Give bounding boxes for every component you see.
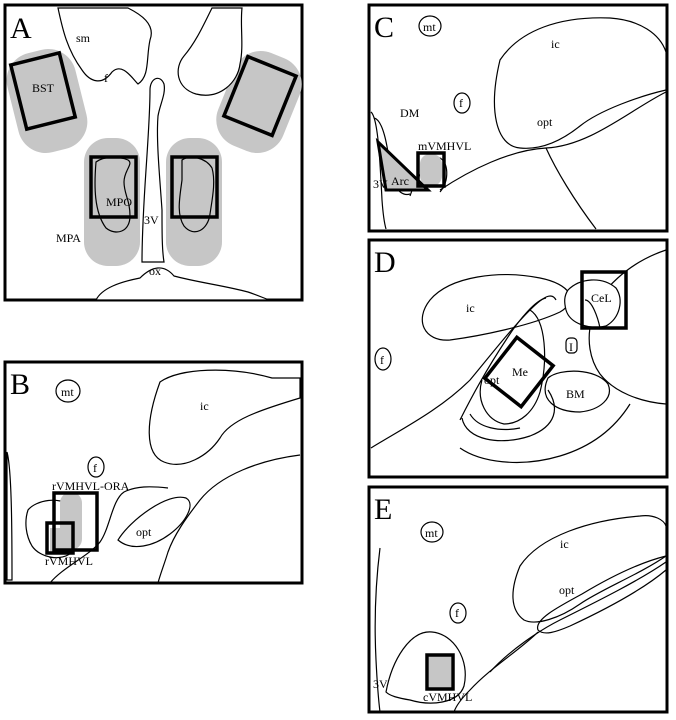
- me-box: [482, 334, 556, 410]
- label-rvmhvl: rVMHVL: [45, 554, 93, 568]
- ventricle-edge-outline: [6, 451, 13, 581]
- label-f-b: f: [93, 461, 97, 475]
- third-ventricle-e-edge: [374, 547, 381, 713]
- mpo-left-shade: [84, 138, 140, 266]
- mvmhvl-shade: [420, 154, 442, 186]
- label-opt-b: opt: [136, 525, 152, 539]
- mammillothalamic-tract-c-outline: [418, 15, 442, 37]
- label-cel: CeL: [591, 291, 612, 305]
- label-opt-e: opt: [559, 583, 575, 597]
- third-ventricle-outline: [141, 77, 165, 263]
- label-opt-c: opt: [537, 115, 553, 129]
- fornix-d-outline: [374, 347, 392, 371]
- arc-region-triangle: [375, 137, 432, 192]
- panel-e: E mt ic opt f 3V cVMHVL: [367, 485, 669, 714]
- label-third-ventricle: 3V: [144, 213, 159, 227]
- label-me: Me: [512, 365, 528, 379]
- label-mt-c: mt: [423, 20, 436, 34]
- fornix-c-outline: [453, 92, 471, 114]
- label-mt-e: mt: [425, 526, 438, 540]
- label-opt-d: opt: [484, 373, 500, 387]
- panel-c: C mt ic f DM opt mVMHVL 3V Arc: [367, 3, 669, 233]
- label-mt-b: mt: [61, 385, 74, 399]
- fornix-left-outline: [57, 7, 152, 85]
- panel-a-letter: A: [10, 12, 32, 45]
- label-ic-d: ic: [466, 301, 475, 315]
- label-ic-c: ic: [551, 37, 560, 51]
- internal-capsule-b-outline: [148, 369, 301, 465]
- label-third-ventricle-c: 3V: [373, 177, 388, 191]
- panel-d-letter: D: [374, 246, 396, 279]
- panel-a: A sm f BST MPO 3V MPA ox: [3, 3, 304, 302]
- bst-left-box: [8, 50, 78, 132]
- mpo-right-outline: [178, 156, 215, 233]
- internal-capsule-c-outline: [493, 17, 667, 149]
- mpo-left-outline: [94, 156, 131, 233]
- optic-tract-b-outline: [117, 496, 191, 548]
- optic-tract-d-inner-edge: [469, 413, 521, 431]
- bst-right-shade: [216, 50, 302, 154]
- label-f-d: f: [380, 353, 384, 367]
- fornix-b-outline: [87, 456, 105, 478]
- panel-e-letter: E: [374, 493, 392, 526]
- label-rvmhvl-ora: rVMHVL-ORA: [52, 479, 130, 493]
- optic-tract-b-edge: [157, 454, 301, 584]
- mvmhvl-box: [416, 151, 446, 188]
- optic-tract-e-outline: [537, 555, 667, 634]
- mammillothalamic-tract-b-outline: [55, 379, 81, 403]
- label-mpo: MPO: [106, 195, 132, 209]
- fornix-e-outline: [449, 602, 467, 624]
- internal-capsule-d-outline: [421, 274, 571, 341]
- mpo-left-box: [89, 155, 138, 219]
- mpo-right-shade: [166, 138, 222, 266]
- intercalated-d-outline: [565, 337, 578, 354]
- label-bst: BST: [32, 81, 55, 95]
- cel-box: [580, 270, 628, 330]
- label-f-e: f: [455, 606, 459, 620]
- internal-capsule-e-outline: [512, 515, 667, 623]
- cel-outline: [564, 279, 621, 328]
- label-cvmhvl: cVMHVL: [423, 690, 472, 704]
- label-bm: BM: [566, 387, 585, 401]
- cel-inner-line: [584, 299, 601, 329]
- label-ic-b: ic: [200, 399, 209, 413]
- optic-tract-d-mid-edge: [459, 297, 547, 421]
- label-mpa: MPA: [56, 231, 81, 245]
- panel-b-letter: B: [10, 368, 30, 401]
- optic-tract-e-lower-edge: [453, 631, 539, 713]
- optic-chiasm-outline: [95, 267, 271, 301]
- panel-b: B mt ic f rVMHVL-ORA opt rVMHVL: [3, 360, 304, 585]
- cvmhvl-shade: [429, 656, 451, 688]
- label-i: I: [569, 340, 573, 354]
- label-ic-e: ic: [560, 537, 569, 551]
- bm-outline: [544, 370, 610, 413]
- mpo-right-box: [170, 155, 219, 219]
- label-third-ventricle-e: 3V: [373, 677, 388, 691]
- panel-d: D ic CeL f I opt Me BM: [367, 238, 669, 479]
- optic-tract-c-lower-edge: [545, 147, 597, 230]
- label-fornix: f: [104, 71, 108, 85]
- label-sm: sm: [76, 31, 91, 45]
- medial-amygdala-outline: [479, 309, 546, 425]
- label-mvmhvl: mVMHVL: [418, 139, 471, 153]
- rvmhvl-box: [45, 521, 75, 555]
- fornix-right-outline: [177, 7, 243, 96]
- amygdala-ventral-edge: [459, 403, 631, 464]
- third-ventricle-c-edge: [370, 111, 387, 230]
- optic-tract-e-upper-edge: [489, 561, 667, 673]
- label-dm: DM: [400, 106, 420, 120]
- bst-right-box: [221, 54, 299, 138]
- label-arc: Arc: [391, 174, 409, 188]
- mammillothalamic-tract-e-outline: [420, 521, 444, 543]
- cvmhvl-box: [425, 653, 455, 691]
- panel-c-letter: C: [374, 11, 394, 44]
- ventral-surface-b: [49, 486, 169, 584]
- cvmhvl-outline: [385, 631, 466, 704]
- optic-tract-d-lower-edge: [461, 389, 556, 442]
- label-f-c: f: [459, 96, 463, 110]
- label-ox: ox: [149, 264, 161, 278]
